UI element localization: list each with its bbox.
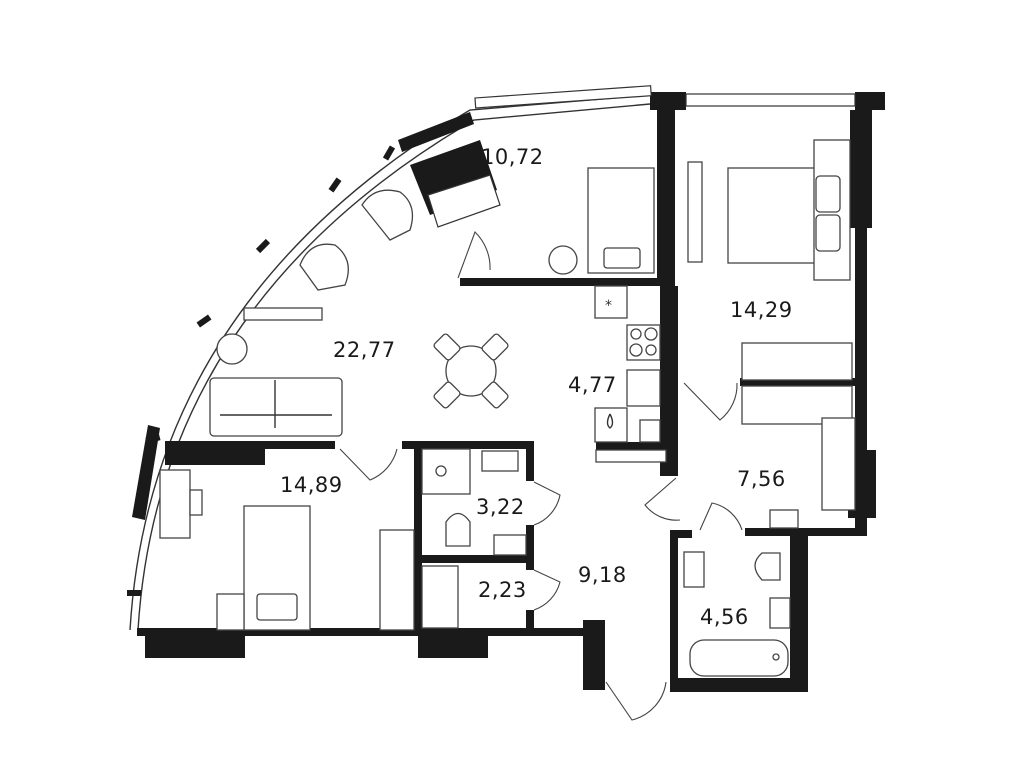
entrance-door bbox=[605, 681, 667, 721]
svg-text:*: * bbox=[605, 298, 612, 314]
facade-wall-top bbox=[398, 112, 474, 152]
kitchen-furniture: * bbox=[594, 285, 667, 463]
room-area-kitchen: 4,77 bbox=[568, 373, 617, 397]
bedroom2-furniture bbox=[159, 469, 415, 631]
bathroom-furniture bbox=[644, 477, 791, 677]
master-furniture bbox=[683, 139, 853, 425]
curved-window-outer bbox=[129, 94, 651, 631]
room-area-hall: 9,18 bbox=[578, 563, 627, 587]
room-area-living: 22,77 bbox=[333, 338, 396, 362]
walls bbox=[137, 92, 885, 692]
living-furniture bbox=[209, 189, 509, 481]
corridor-furniture bbox=[769, 417, 856, 529]
room-area-study: 10,72 bbox=[481, 145, 544, 169]
wc-furniture bbox=[421, 448, 561, 629]
curved-window-inner bbox=[137, 103, 651, 631]
room-area-bathroom: 4,56 bbox=[700, 605, 749, 629]
room-area-bedroom2: 14,89 bbox=[280, 473, 343, 497]
study-furniture bbox=[410, 140, 655, 279]
window-study bbox=[474, 85, 652, 109]
window-master bbox=[685, 93, 856, 107]
facade-wall-left bbox=[132, 425, 160, 520]
room-area-laundry: 2,23 bbox=[478, 578, 527, 602]
room-area-wc: 3,22 bbox=[476, 495, 525, 519]
room-area-master: 14,29 bbox=[730, 298, 793, 322]
room-area-corridor: 7,56 bbox=[737, 467, 786, 491]
